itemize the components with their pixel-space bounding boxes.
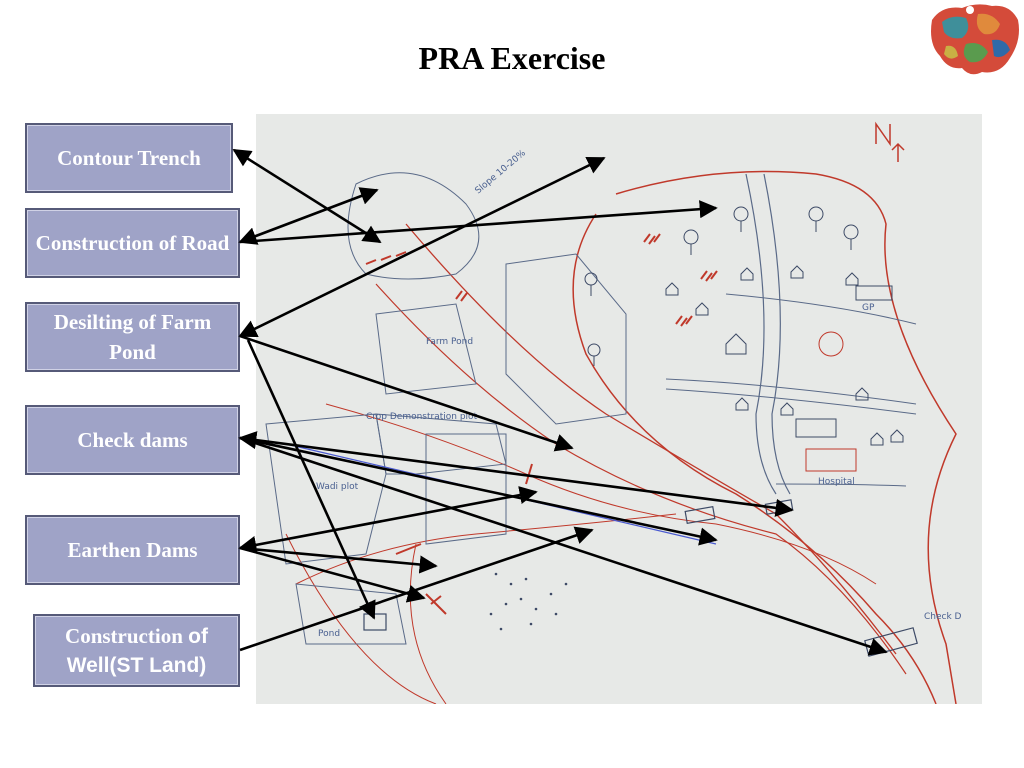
construction-of-well-label: Construction of Well(ST Land) — [33, 614, 240, 687]
well-label-line1: Construction of — [65, 622, 208, 651]
arrow-earthen-3 — [239, 546, 426, 603]
arrow-desilting-3 — [246, 339, 376, 620]
map-text-crop-demonstration: Crop Demonstration plot — [366, 412, 478, 422]
check-dams-label: Check dams — [25, 405, 240, 475]
map-text-pond: Pond — [318, 629, 340, 639]
map-text-farm-pond: Farm Pond — [426, 337, 473, 347]
arrow-earthen-1 — [238, 486, 538, 554]
arrow-check-dams-2 — [239, 436, 718, 546]
well-label-line2: Well(ST Land) — [66, 653, 207, 677]
map-text-check-d: Check D — [924, 612, 962, 622]
earthen-dams-label: Earthen Dams — [25, 515, 240, 585]
arrow-well — [239, 526, 594, 652]
well-label-line1-b: of — [188, 624, 208, 648]
contour-trench-label: Contour Trench — [25, 123, 233, 193]
arrow-desilting-2 — [239, 334, 574, 452]
arrow-check-dams-1 — [238, 431, 794, 517]
arrow-road-2 — [239, 200, 718, 244]
logo-map-image — [931, 4, 1019, 75]
map-text-gp: GP — [862, 303, 875, 313]
arrow-check-dams-3 — [239, 436, 888, 656]
map-text-hospital: Hospital — [818, 477, 855, 487]
desilting-farm-pond-label: Desilting of Farm Pond — [25, 302, 240, 372]
well-label-line1-a: Construction — [65, 623, 189, 648]
arrow-desilting-1 — [238, 156, 606, 338]
arrow-earthen-2 — [239, 546, 438, 574]
page-title: PRA Exercise — [418, 40, 606, 76]
